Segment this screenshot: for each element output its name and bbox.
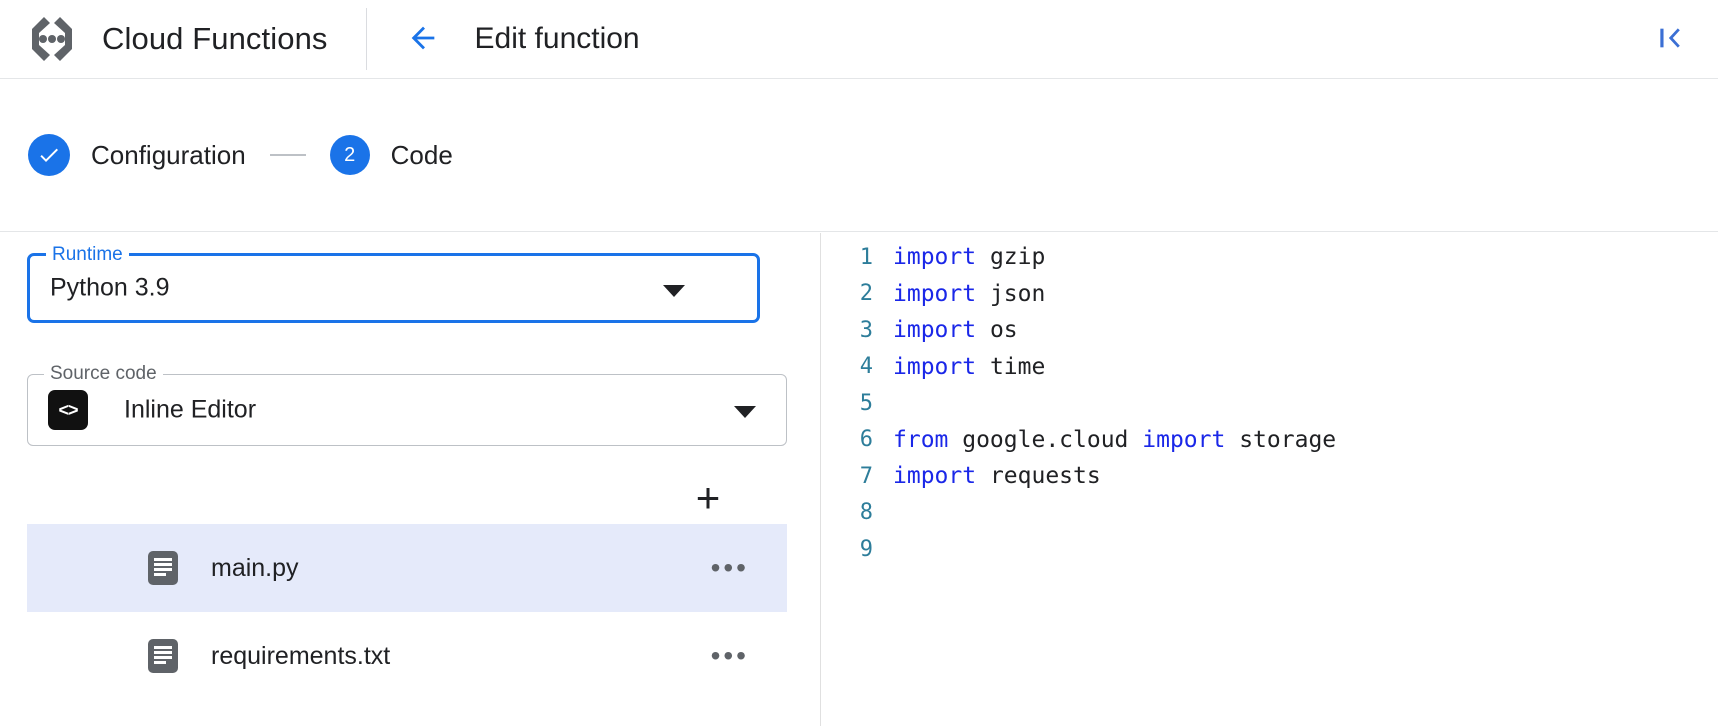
code-text: import gzip — [893, 244, 1045, 270]
collapse-panel-button[interactable] — [1648, 16, 1694, 62]
file-list-item-requirements-txt[interactable]: requirements.txt ••• — [27, 612, 787, 700]
file-list-item-main-py[interactable]: main.py ••• — [27, 524, 787, 612]
add-file-button[interactable]: + — [686, 476, 730, 520]
stepper-number-badge: 2 — [329, 135, 370, 175]
line-number: 9 — [859, 536, 873, 562]
line-number: 4 — [859, 354, 873, 380]
file-panel: + main.py ••• requirements.txt ••• — [0, 233, 820, 726]
code-identifier: os — [976, 317, 1018, 344]
file-icon — [148, 551, 178, 585]
file-icon — [148, 639, 178, 673]
code-identifier: gzip — [976, 244, 1046, 271]
line-number: 3 — [859, 317, 873, 343]
line-number: 2 — [859, 281, 873, 307]
line-number: 1 — [859, 244, 873, 270]
line-number: 7 — [859, 463, 873, 489]
line-number: 5 — [859, 390, 873, 416]
code-text: import json — [893, 281, 1045, 307]
line-number: 8 — [859, 500, 873, 526]
code-text: import os — [893, 317, 1018, 343]
page-title: Edit function — [474, 22, 640, 55]
code-identifier: json — [976, 280, 1046, 307]
code-keyword: from — [893, 426, 949, 453]
code-keyword: import — [893, 353, 977, 380]
chevron-down-icon[interactable] — [734, 406, 756, 418]
line-number: 6 — [859, 427, 873, 453]
cloud-functions-logo-icon — [24, 13, 80, 65]
file-more-options-button[interactable]: ••• — [710, 640, 749, 671]
collapse-panel-icon — [1655, 22, 1687, 57]
code-line[interactable]: 6 from google.cloud import storage — [821, 416, 1718, 453]
file-more-options-button[interactable]: ••• — [710, 552, 749, 583]
file-name: requirements.txt — [211, 641, 391, 670]
code-brackets-icon: <> — [48, 390, 88, 430]
appbar-divider — [365, 8, 367, 70]
code-keyword: import — [1142, 426, 1226, 453]
code-line[interactable]: 7 import requests — [821, 452, 1718, 489]
stepper: Configuration 2 Code — [0, 79, 1718, 232]
brand[interactable]: Cloud Functions — [0, 0, 328, 78]
source-code-select[interactable]: Source code <> Inline Editor — [27, 363, 787, 446]
stepper-step-code[interactable]: 2 Code — [329, 135, 453, 175]
code-identifier: google.cloud — [948, 426, 1143, 453]
file-name: main.py — [211, 553, 299, 582]
arrow-left-icon — [406, 21, 440, 58]
code-line[interactable]: 2 import json — [821, 270, 1718, 307]
code-text: from google.cloud import storage — [893, 427, 1336, 453]
source-code-label: Source code — [44, 363, 163, 385]
code-keyword: import — [893, 463, 977, 490]
code-line[interactable]: 5 — [821, 379, 1718, 416]
code-line[interactable]: 1 import gzip — [821, 233, 1718, 270]
code-identifier: requests — [976, 463, 1101, 490]
code-identifier: storage — [1225, 426, 1337, 453]
code-line[interactable]: 3 import os — [821, 306, 1718, 343]
code-editor[interactable]: 1 import gzip 2 import json 3 import os 4 impor… — [821, 233, 1718, 726]
runtime-value: Python 3.9 — [50, 273, 170, 302]
stepper-separator — [269, 154, 306, 156]
code-line[interactable]: 9 — [821, 525, 1718, 562]
code-identifier: time — [976, 353, 1046, 380]
plus-icon: + — [695, 474, 721, 521]
code-keyword: import — [893, 280, 977, 307]
check-icon — [28, 134, 70, 176]
stepper-step-configuration[interactable]: Configuration — [28, 134, 246, 176]
code-line[interactable]: 4 import time — [821, 343, 1718, 380]
chevron-down-icon[interactable] — [663, 285, 685, 297]
code-keyword: import — [893, 244, 977, 271]
file-list: main.py ••• requirements.txt ••• — [27, 524, 787, 700]
stepper-label-code: Code — [390, 139, 453, 170]
runtime-select[interactable]: Runtime Python 3.9 — [27, 244, 760, 323]
stepper-label-configuration: Configuration — [91, 139, 246, 170]
runtime-label: Runtime — [46, 244, 129, 266]
brand-title: Cloud Functions — [102, 21, 328, 56]
code-text: import time — [893, 354, 1045, 380]
source-code-value: Inline Editor — [124, 395, 257, 424]
code-keyword: import — [893, 317, 977, 344]
code-line[interactable]: 8 — [821, 489, 1718, 526]
editor-divider — [820, 233, 821, 726]
code-text: import requests — [893, 463, 1101, 489]
back-button[interactable] — [399, 15, 447, 63]
app-bar: Cloud Functions Edit function — [0, 0, 1718, 79]
